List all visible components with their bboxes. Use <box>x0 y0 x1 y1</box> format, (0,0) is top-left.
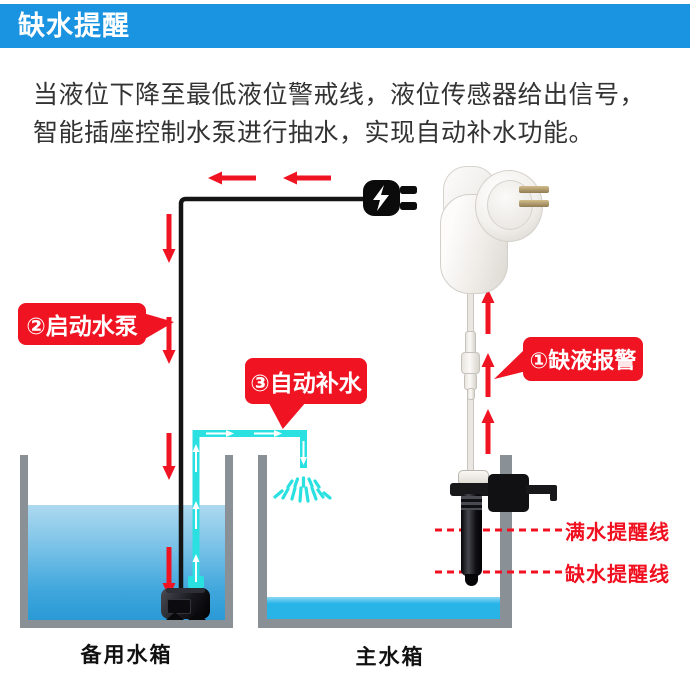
sensor-clamp-arm <box>526 485 554 494</box>
description-line-1: 当液位下降至最低液位警戒线，液位传感器给出信号， <box>33 81 646 109</box>
smart-plug-photo <box>435 164 553 296</box>
power-plug-icon <box>363 180 417 216</box>
full-water-line-label: 满水提醒线 <box>565 522 670 544</box>
callout-auto-refill-label: ③自动补水 <box>250 370 362 396</box>
lightning-bolt-icon <box>373 185 389 211</box>
sensor-probe-tip <box>465 574 478 586</box>
callout-pointer <box>143 313 174 340</box>
page-title: 缺水提醒 <box>18 11 130 41</box>
low-water-line-label: 缺水提醒线 <box>565 564 670 586</box>
description-text: 当液位下降至最低液位警戒线，液位传感器给出信号， 智能插座控制水泵进行抽水，实现… <box>33 76 673 152</box>
backup-tank-label: 备用水箱 <box>80 644 173 667</box>
plug-pin <box>519 200 549 207</box>
callout-auto-refill: ③自动补水 <box>245 358 367 404</box>
cable-connector-tip <box>467 388 475 400</box>
water-pump-top <box>166 588 205 593</box>
callout-low-liquid-alarm: ①缺液报警 <box>523 337 643 381</box>
main-tank-label: 主水箱 <box>355 646 425 669</box>
sensor-clamp-block <box>488 474 529 512</box>
callout-pump-start-label: ②启动水泵 <box>26 313 138 339</box>
cable-connector <box>465 331 476 354</box>
sensor-probe-rings <box>461 496 482 510</box>
plug-pin <box>519 186 549 193</box>
description-line-2: 智能插座控制水泵进行抽水，实现自动补水功能。 <box>33 119 595 147</box>
water-level-sensor-probe <box>461 494 482 576</box>
main-tank-water <box>267 597 500 619</box>
callout-alarm-label: ①缺液报警 <box>529 348 637 373</box>
pump-suction-foot <box>166 612 184 620</box>
sensor-clamp-tab <box>550 485 557 501</box>
pump-suction-foot <box>188 612 206 620</box>
callout-pump-start: ②启动水泵 <box>18 303 146 345</box>
cable-connector-nut <box>461 352 480 374</box>
header-banner: 缺水提醒 <box>0 4 690 48</box>
